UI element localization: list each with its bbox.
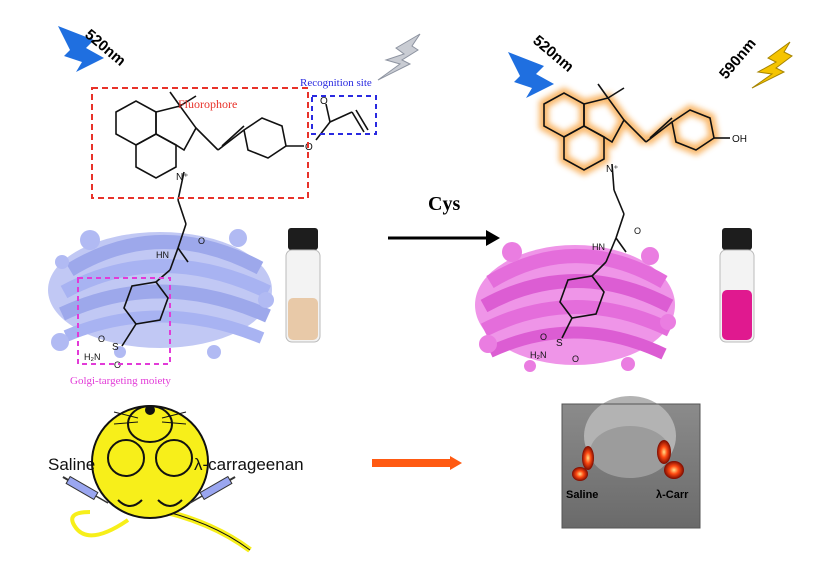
probe-molecule-left <box>115 91 369 347</box>
sulfonyl-o1-right: O <box>540 332 547 342</box>
sulfur-left: S <box>112 342 119 353</box>
product-glow <box>539 87 720 176</box>
orange-arrow <box>372 456 462 470</box>
amide-o-left: O <box>198 236 205 246</box>
fluorophore-label: Fluorophore <box>178 97 237 111</box>
saline-injection-label: Saline <box>48 455 95 474</box>
syringe-right-icon <box>189 475 236 504</box>
recognition-site-label: Recognition site <box>300 77 372 89</box>
vial-left <box>285 228 321 343</box>
hn-right: HN <box>592 242 605 252</box>
image-saline-label: Saline <box>566 489 598 501</box>
golgi-targeting-box <box>77 277 171 365</box>
bolt-yellow-emission-icon <box>751 41 793 89</box>
fluorescence-image <box>561 396 701 529</box>
sulfonyl-o1-left: O <box>98 334 105 344</box>
n-plus-right: N⁺ <box>606 164 619 175</box>
image-carr-label: λ-Carr <box>656 489 689 501</box>
amide-o-right: O <box>634 226 641 236</box>
recognition-site-box <box>311 95 377 135</box>
n-plus-left: N⁺ <box>176 172 189 183</box>
reaction-arrow <box>388 230 500 246</box>
reagent-label: Cys <box>428 193 460 215</box>
bolt-left-icon <box>58 26 104 72</box>
fluorophore-box <box>91 87 309 199</box>
h2n-left: H₂N <box>84 352 101 362</box>
oh-right: OH <box>732 134 747 145</box>
golgi-pink-illustration <box>475 242 676 372</box>
golgi-targeting-label: Golgi-targeting moiety <box>70 375 171 387</box>
carrageenan-injection-label: λ-carrageenan <box>194 455 304 474</box>
emission-label: 590nm <box>716 35 760 82</box>
carbonyl-o-left: O <box>320 96 328 107</box>
sulfonyl-o2-right: O <box>572 354 579 364</box>
sulfonyl-o2-left: O <box>114 360 121 370</box>
product-molecule-right <box>543 83 730 339</box>
hn-left: HN <box>156 250 169 260</box>
bolt-gray-icon <box>377 33 421 81</box>
syringe-left-icon <box>62 475 109 504</box>
h2n-right: H₂N <box>530 350 547 360</box>
bolt-right-excitation-icon <box>508 52 554 98</box>
golgi-blue-illustration <box>48 229 274 359</box>
vial-right <box>719 228 755 343</box>
sulfur-right: S <box>556 338 563 349</box>
mouse-illustration <box>70 405 252 553</box>
